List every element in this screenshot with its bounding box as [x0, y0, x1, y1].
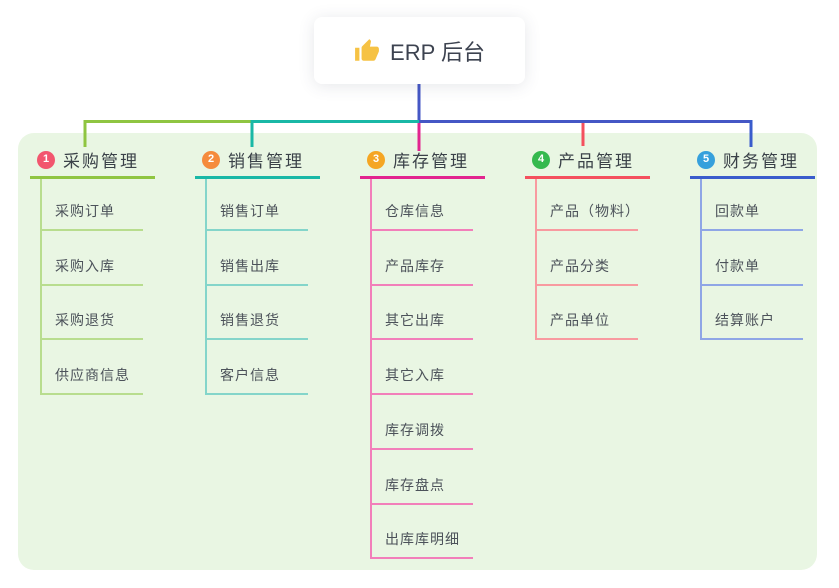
child-node-label: 产品（物料）: [550, 203, 640, 219]
branch-2-child-1[interactable]: 销售订单: [205, 189, 308, 231]
branch-5-child-line: [700, 179, 702, 341]
branch-3-child-3[interactable]: 其它出库: [370, 298, 473, 341]
branch-2-child-line: [205, 179, 207, 396]
branch-2-title: 销售管理: [228, 152, 304, 171]
branch-5-title: 财务管理: [723, 152, 799, 171]
branch-5-number-badge: 5: [697, 150, 715, 169]
child-node-label: 库存调拨: [385, 421, 445, 438]
branch-5-header[interactable]: 5 财务管理: [690, 147, 815, 179]
branch-3-title: 库存管理: [393, 152, 469, 171]
child-node-label: 产品库存: [385, 257, 445, 274]
child-node-label: 库存盘点: [385, 476, 445, 493]
child-node-label: 结算账户: [715, 312, 775, 329]
branch-4-child-2[interactable]: 产品分类: [535, 244, 638, 286]
branch-2-child-3[interactable]: 销售退货: [205, 298, 308, 341]
branch-4-number-badge: 4: [532, 150, 550, 169]
branch-1-child-4[interactable]: 供应商信息: [40, 353, 143, 396]
branch-1-child-2[interactable]: 采购入库: [40, 244, 143, 286]
child-node-label: 采购订单: [55, 203, 115, 219]
branch-1-header[interactable]: 1 采购管理: [30, 147, 155, 179]
child-node-label: 销售订单: [220, 203, 280, 219]
branch-3-child-1[interactable]: 仓库信息: [370, 189, 473, 231]
child-node-label: 产品分类: [550, 257, 610, 274]
branch-1-title: 采购管理: [63, 152, 139, 171]
child-node-label: 出库库明细: [385, 531, 460, 548]
branch-1-child-line: [40, 179, 42, 396]
root-node[interactable]: ERP 后台: [314, 17, 525, 84]
child-node-label: 仓库信息: [385, 203, 445, 219]
branch-1-child-3[interactable]: 采购退货: [40, 298, 143, 341]
branch-4-header[interactable]: 4 产品管理: [525, 147, 650, 179]
branch-4-child-line: [535, 179, 537, 341]
child-node-label: 回款单: [715, 203, 760, 219]
branch-3-header[interactable]: 3 库存管理: [360, 147, 485, 179]
child-node-label: 销售退货: [220, 312, 280, 329]
branch-5-child-2[interactable]: 付款单: [700, 244, 803, 286]
branch-3-child-6[interactable]: 库存盘点: [370, 463, 473, 505]
thumbs-up-icon: [355, 38, 379, 61]
branch-1-child-1[interactable]: 采购订单: [40, 189, 143, 231]
branch-3-child-4[interactable]: 其它入库: [370, 353, 473, 396]
child-node-label: 采购入库: [55, 257, 115, 274]
branch-2-child-4[interactable]: 客户信息: [205, 353, 308, 396]
background-panel: [18, 133, 817, 570]
branch-2-child-2[interactable]: 销售出库: [205, 244, 308, 286]
branch-1-number-badge: 1: [37, 150, 55, 169]
branch-2-number-badge: 2: [202, 150, 220, 169]
branch-3-child-2[interactable]: 产品库存: [370, 244, 473, 286]
branch-5-child-1[interactable]: 回款单: [700, 189, 803, 231]
child-node-label: 销售出库: [220, 257, 280, 274]
branch-3-child-7[interactable]: 出库库明细: [370, 517, 473, 560]
root-title: ERP 后台: [390, 39, 485, 65]
branch-4-child-3[interactable]: 产品单位: [535, 298, 638, 341]
child-node-label: 客户信息: [220, 367, 280, 384]
branch-2-header[interactable]: 2 销售管理: [195, 147, 320, 179]
branch-3-child-5[interactable]: 库存调拨: [370, 408, 473, 450]
child-node-label: 产品单位: [550, 312, 610, 329]
branch-5-child-3[interactable]: 结算账户: [700, 298, 803, 341]
child-node-label: 付款单: [715, 257, 760, 274]
branch-4-title: 产品管理: [558, 152, 634, 171]
branch-3-number-badge: 3: [367, 150, 385, 169]
child-node-label: 其它入库: [385, 367, 445, 384]
branch-4-child-1[interactable]: 产品（物料）: [535, 189, 640, 231]
child-node-label: 其它出库: [385, 312, 445, 329]
branch-3-child-line: [370, 179, 372, 560]
child-node-label: 采购退货: [55, 312, 115, 329]
child-node-label: 供应商信息: [55, 367, 130, 384]
